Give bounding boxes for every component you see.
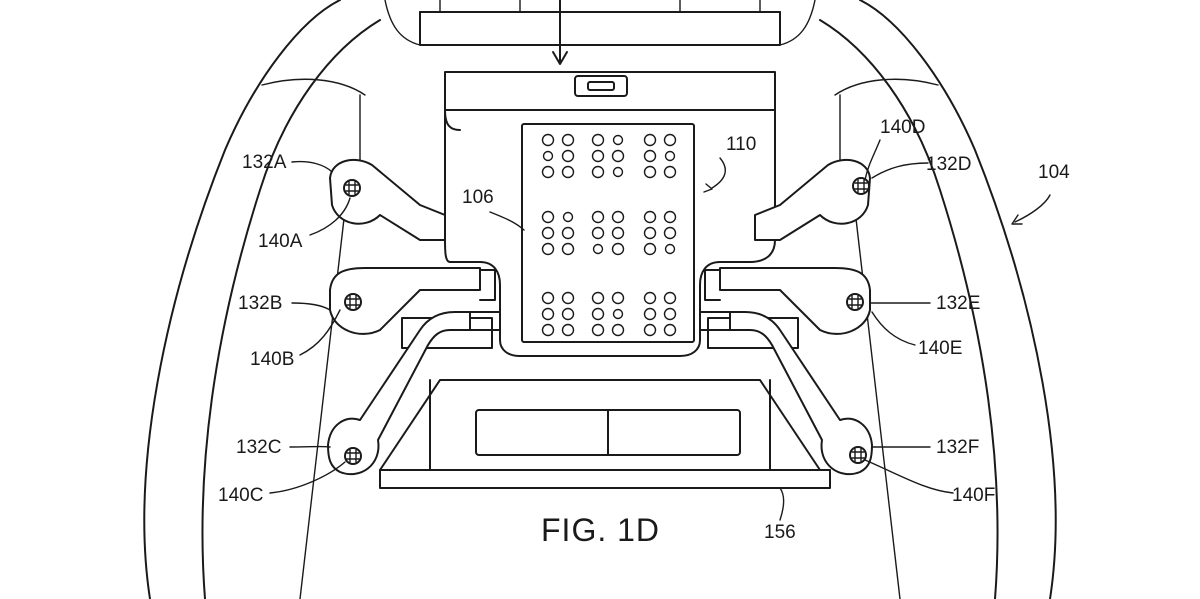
- label-132A: 132A: [242, 152, 287, 173]
- braille-dot: [591, 323, 605, 337]
- braille-dot: [561, 307, 575, 321]
- braille-dot: [643, 242, 657, 256]
- label-140C: 140C: [218, 485, 263, 506]
- paddle-132C: [327, 311, 471, 476]
- braille-dot: [664, 150, 676, 162]
- label-132C: 132C: [236, 437, 281, 458]
- paddle-132D: [754, 158, 871, 241]
- label-132F: 132F: [936, 437, 979, 458]
- braille-dot: [541, 165, 555, 179]
- figure-caption: FIG. 1D: [541, 512, 660, 548]
- braille-dot: [541, 210, 555, 224]
- label-140A: 140A: [258, 231, 303, 252]
- braille-dot: [611, 291, 625, 305]
- braille-dot: [663, 307, 677, 321]
- braille-dot: [643, 291, 657, 305]
- braille-dot: [643, 226, 657, 240]
- braille-dot: [643, 210, 657, 224]
- fastener-140E: [846, 293, 864, 311]
- paddle-132F: [729, 311, 873, 476]
- braille-dot: [611, 226, 625, 240]
- braille-dot: [611, 210, 625, 224]
- paddle-132E: [719, 267, 871, 335]
- braille-dot: [611, 323, 625, 337]
- fastener-140B: [344, 293, 362, 311]
- braille-dot: [612, 134, 624, 146]
- fastener-140A: [343, 179, 361, 197]
- braille-dot: [611, 149, 625, 163]
- braille-dot: [643, 307, 657, 321]
- label-110: 110: [726, 134, 756, 155]
- braille-dot: [591, 133, 605, 147]
- braille-dot: [591, 226, 605, 240]
- label-104: 104: [1038, 162, 1070, 183]
- braille-dot: [561, 165, 575, 179]
- braille-dot: [663, 133, 677, 147]
- braille-dot: [561, 323, 575, 337]
- label-140F: 140F: [952, 485, 995, 506]
- braille-dot: [591, 210, 605, 224]
- braille-dot: [663, 210, 677, 224]
- label-140B: 140B: [250, 349, 294, 370]
- controller-body: [143, 0, 1057, 599]
- label-132B: 132B: [238, 293, 282, 314]
- braille-dot: [542, 150, 554, 162]
- fastener-140F: [849, 446, 867, 464]
- paddle-132A: [329, 158, 446, 241]
- label-140E: 140E: [918, 338, 962, 359]
- braille-dot: [643, 165, 657, 179]
- reference-labels: 132A 140A 132B 140B 132C 140C 140D 132D …: [218, 117, 1070, 543]
- braille-display: [521, 123, 695, 343]
- label-132E: 132E: [936, 293, 980, 314]
- braille-dot: [663, 291, 677, 305]
- leader-lines: [269, 139, 1051, 521]
- braille-dot: [541, 242, 555, 256]
- braille-dot: [561, 226, 575, 240]
- braille-dots: [541, 133, 677, 337]
- braille-dot: [664, 243, 676, 255]
- label-156: 156: [764, 522, 796, 543]
- braille-dot: [561, 133, 575, 147]
- braille-dot: [663, 226, 677, 240]
- braille-dot: [591, 165, 605, 179]
- braille-dot: [592, 243, 604, 255]
- braille-dot: [663, 165, 677, 179]
- braille-dot: [643, 149, 657, 163]
- braille-dot: [561, 149, 575, 163]
- braille-dot: [643, 323, 657, 337]
- braille-dot: [562, 211, 574, 223]
- fastener-140D: [852, 177, 870, 195]
- paddles: [327, 158, 873, 476]
- braille-dot: [541, 323, 555, 337]
- fastener-140C: [344, 447, 362, 465]
- braille-dot: [541, 226, 555, 240]
- braille-dot: [643, 133, 657, 147]
- base-member: [379, 379, 831, 489]
- braille-dot: [561, 291, 575, 305]
- braille-dot: [591, 291, 605, 305]
- paddle-132B: [329, 267, 481, 335]
- fasteners: [343, 177, 870, 465]
- braille-dot: [612, 308, 624, 320]
- braille-dot: [561, 242, 575, 256]
- braille-dot: [541, 307, 555, 321]
- braille-dot: [611, 242, 625, 256]
- braille-dot: [591, 149, 605, 163]
- label-106: 106: [462, 187, 494, 208]
- braille-dot: [541, 291, 555, 305]
- braille-dot: [663, 323, 677, 337]
- braille-dot: [612, 166, 624, 178]
- label-140D: 140D: [880, 117, 925, 138]
- label-132D: 132D: [926, 154, 971, 175]
- braille-dot: [591, 307, 605, 321]
- braille-dot: [541, 133, 555, 147]
